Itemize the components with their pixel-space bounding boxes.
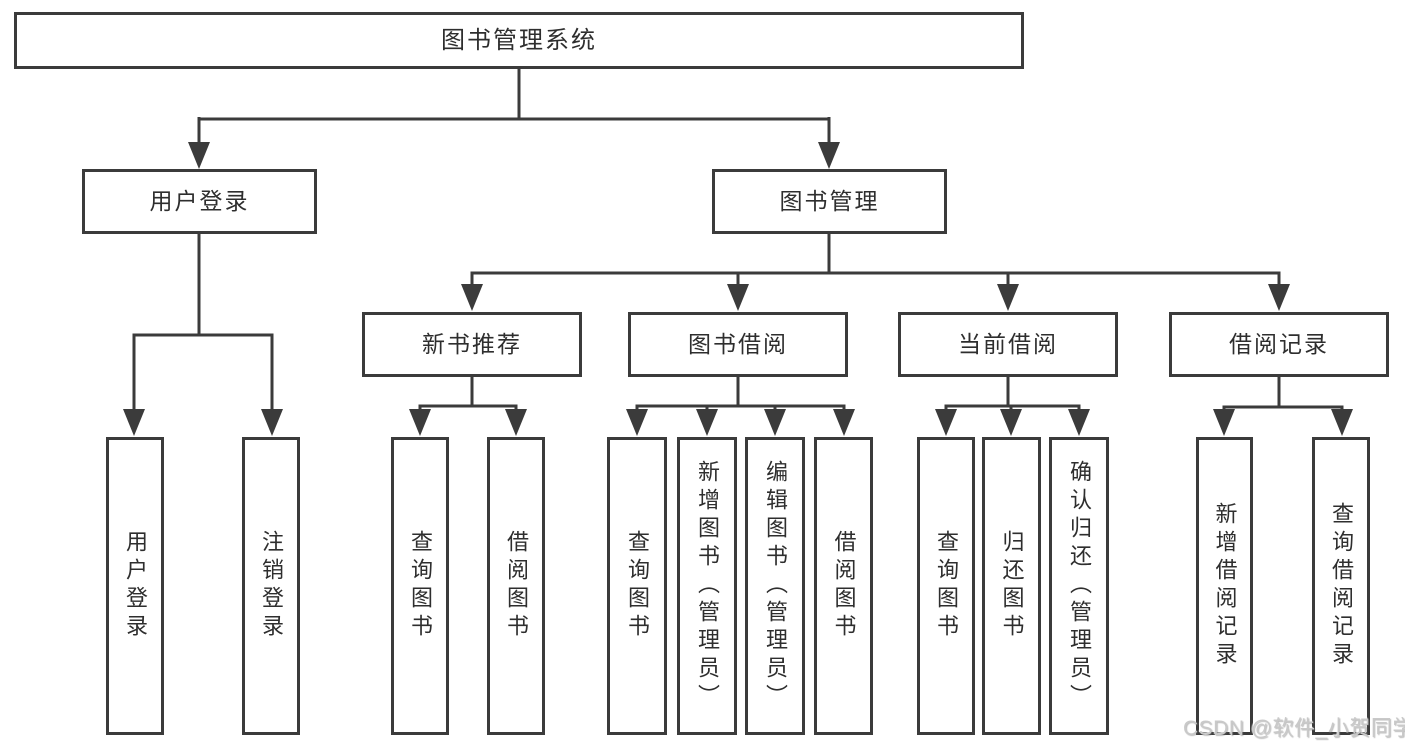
leaf-add-book-admin-label: 新增图书（管理员） xyxy=(695,460,720,712)
leaf-borrow-books-2-label: 借阅图书 xyxy=(831,530,857,642)
watermark: CSDN @软件_小贺同学 xyxy=(1183,717,1405,740)
node-borrow-records: 借阅记录 xyxy=(1169,312,1389,377)
node-book-management: 图书管理 xyxy=(712,169,947,234)
leaf-user-login-label: 用户登录 xyxy=(123,530,148,642)
node-book-borrowing: 图书借阅 xyxy=(628,312,848,377)
leaf-query-books-1: 查询图书 xyxy=(391,437,449,735)
node-root: 图书管理系统 xyxy=(14,12,1024,69)
leaf-query-books-3: 查询图书 xyxy=(917,437,975,735)
leaf-borrow-books-1: 借阅图书 xyxy=(487,437,545,735)
leaf-query-books-3-label: 查询图书 xyxy=(934,530,959,642)
node-current-borrowing-label: 当前借阅 xyxy=(958,331,1058,357)
leaf-query-books-2-label: 查询图书 xyxy=(625,530,650,642)
arrowheads xyxy=(123,142,1353,436)
leaf-confirm-return-admin-label: 确认归还（管理员） xyxy=(1067,460,1092,712)
leaf-borrow-books-2: 借阅图书 xyxy=(814,437,873,735)
node-new-book-recommend: 新书推荐 xyxy=(362,312,582,377)
leaf-add-borrow-record-label: 新增借阅记录 xyxy=(1212,502,1238,670)
leaf-query-books-2: 查询图书 xyxy=(607,437,667,735)
leaf-logout-label: 注销登录 xyxy=(259,530,284,642)
node-user-login-group-label: 用户登录 xyxy=(149,188,250,214)
leaf-logout: 注销登录 xyxy=(242,437,300,735)
leaf-confirm-return-admin: 确认归还（管理员） xyxy=(1049,437,1109,735)
leaf-borrow-books-1-label: 借阅图书 xyxy=(504,530,529,642)
leaf-return-book-label: 归还图书 xyxy=(999,530,1025,642)
leaf-query-borrow-record-label: 查询借阅记录 xyxy=(1329,502,1354,670)
leaf-return-book: 归还图书 xyxy=(982,437,1041,735)
leaf-edit-book-admin-label: 编辑图书（管理员） xyxy=(763,460,788,712)
leaf-query-borrow-record: 查询借阅记录 xyxy=(1312,437,1370,735)
node-new-book-recommend-label: 新书推荐 xyxy=(422,331,522,357)
node-root-label: 图书管理系统 xyxy=(441,26,597,54)
leaf-add-borrow-record: 新增借阅记录 xyxy=(1196,437,1253,735)
leaf-add-book-admin: 新增图书（管理员） xyxy=(677,437,737,735)
leaf-query-books-1-label: 查询图书 xyxy=(408,530,433,642)
node-current-borrowing: 当前借阅 xyxy=(898,312,1118,377)
leaf-user-login: 用户登录 xyxy=(106,437,164,735)
node-borrow-records-label: 借阅记录 xyxy=(1229,331,1329,357)
node-book-borrowing-label: 图书借阅 xyxy=(688,331,788,357)
node-book-management-label: 图书管理 xyxy=(779,188,880,214)
leaf-edit-book-admin: 编辑图书（管理员） xyxy=(745,437,805,735)
node-user-login-group: 用户登录 xyxy=(82,169,317,234)
